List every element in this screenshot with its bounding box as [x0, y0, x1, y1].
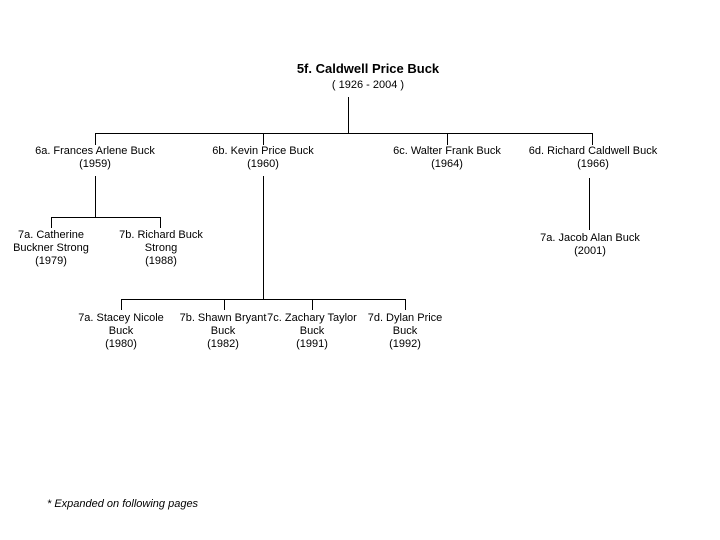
connector-stub-richard-strong: [160, 217, 161, 228]
connector-richard-trunk: [589, 178, 590, 230]
person-name: 6b. Kevin Price Buck: [212, 145, 314, 157]
person-years: (1982): [207, 338, 239, 350]
connector-kevin-bar: [121, 299, 406, 300]
person-years: (1964): [431, 158, 463, 170]
person-name: 6c. Walter Frank Buck: [393, 145, 501, 157]
connector-stub-stacey: [121, 299, 122, 310]
connector-stub-dylan: [405, 299, 406, 310]
connector-gen6-bar: [95, 133, 593, 134]
node-6c-walter-frank-buck: 6c. Walter Frank Buck (1964): [377, 145, 517, 171]
person-name: 6a. Frances Arlene Buck: [35, 145, 155, 157]
node-7d-dylan-price-buck: 7d. Dylan Price Buck (1992): [361, 312, 449, 351]
person-years: (1960): [247, 158, 279, 170]
connector-stub-catherine: [51, 217, 52, 228]
node-7b-richard-buck-strong: 7b. Richard Buck Strong (1988): [116, 229, 206, 268]
connector-stub-shawn: [224, 299, 225, 310]
root-person-years: ( 1926 - 2004 ): [331, 79, 405, 91]
person-name: 7b. Richard Buck Strong: [119, 229, 203, 254]
connector-stub-zachary: [312, 299, 313, 310]
node-7b-shawn-bryant-buck: 7b. Shawn Bryant Buck (1982): [175, 312, 271, 351]
footnote-expanded-note: * Expanded on following pages: [47, 498, 199, 510]
node-7c-zachary-taylor-buck: 7c. Zachary Taylor Buck (1991): [264, 312, 360, 351]
connector-kevin-trunk: [263, 176, 264, 299]
node-6a-frances-arlene-buck: 6a. Frances Arlene Buck (1959): [25, 145, 165, 171]
person-years: (1988): [145, 255, 177, 267]
person-name: 7a. Stacey Nicole Buck: [78, 312, 164, 337]
person-name: 7d. Dylan Price Buck: [367, 312, 443, 337]
connector-stub-6b: [263, 133, 264, 145]
node-7a-jacob-alan-buck: 7a. Jacob Alan Buck (2001): [525, 232, 655, 258]
person-name: 7c. Zachary Taylor Buck: [267, 312, 357, 337]
root-person-node: 5f. Caldwell Price Buck ( 1926 - 2004 ): [263, 61, 473, 92]
person-years: (1980): [105, 338, 137, 350]
person-name: 7a. Catherine Buckner Strong: [13, 229, 89, 254]
root-person-name: 5f. Caldwell Price Buck: [296, 61, 440, 76]
connector-stub-6a: [95, 133, 96, 145]
person-years: (1959): [79, 158, 111, 170]
person-name: 6d. Richard Caldwell Buck: [528, 145, 658, 157]
person-years: (1991): [296, 338, 328, 350]
connector-stub-6d: [592, 133, 593, 145]
node-7a-catherine-buckner-strong: 7a. Catherine Buckner Strong (1979): [8, 229, 94, 268]
connector-frances-bar: [51, 217, 161, 218]
person-name: 7b. Shawn Bryant Buck: [179, 312, 267, 337]
person-name: 7a. Jacob Alan Buck: [540, 232, 640, 244]
connector-stub-6c: [447, 133, 448, 145]
node-6b-kevin-price-buck: 6b. Kevin Price Buck (1960): [193, 145, 333, 171]
connector-root-trunk: [348, 97, 349, 133]
person-years: (2001): [574, 245, 606, 257]
person-years: (1992): [389, 338, 421, 350]
node-7a-stacey-nicole-buck: 7a. Stacey Nicole Buck (1980): [73, 312, 169, 351]
connector-frances-trunk: [95, 176, 96, 217]
person-years: (1979): [35, 255, 67, 267]
person-years: (1966): [577, 158, 609, 170]
node-6d-richard-caldwell-buck: 6d. Richard Caldwell Buck (1966): [518, 145, 668, 171]
